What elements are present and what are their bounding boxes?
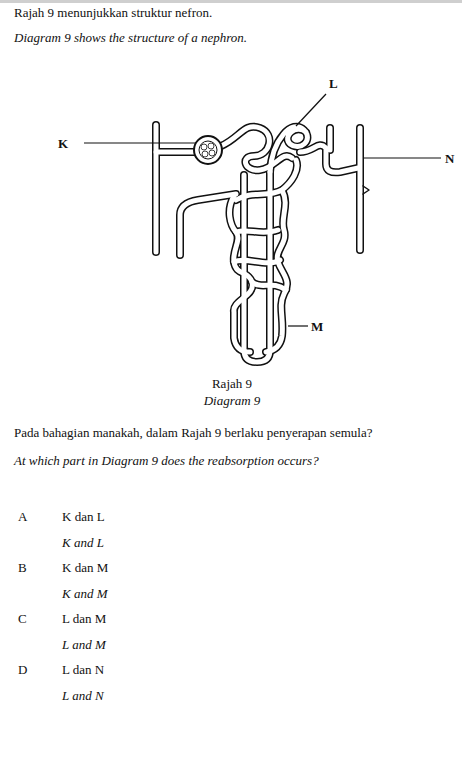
part-label: K (58, 136, 68, 152)
part-label: N (445, 151, 454, 167)
question-text: Pada bahagian manakah, dalam Rajah 9 ber… (14, 425, 372, 441)
option-text: K dan L (62, 509, 105, 525)
figure-caption: Diagram 9 (204, 393, 261, 409)
top-rule (0, 0, 462, 3)
part-label: M (311, 319, 323, 335)
option-text: L and N (62, 688, 104, 704)
part-label: L (329, 76, 338, 92)
question-text: At which part in Diagram 9 does the reab… (14, 453, 319, 469)
option-text: L dan N (62, 662, 104, 678)
bowman-capsule (194, 136, 222, 164)
intro-text: Diagram 9 shows the structure of a nephr… (14, 30, 247, 46)
nephron-tubes (156, 125, 369, 362)
option-text: L dan M (62, 611, 106, 627)
option-letter: B (18, 560, 27, 576)
option-text: K dan M (62, 560, 108, 576)
option-letter: C (18, 611, 27, 627)
option-text: K and M (62, 586, 108, 602)
leader-lines (84, 94, 441, 326)
option-text: L and M (62, 637, 106, 653)
option-letter: A (18, 509, 27, 525)
option-text: K and L (62, 535, 104, 551)
option-letter: D (18, 662, 27, 678)
figure-caption: Rajah 9 (212, 376, 252, 392)
intro-text: Rajah 9 menunjukkan struktur nefron. (14, 5, 212, 21)
